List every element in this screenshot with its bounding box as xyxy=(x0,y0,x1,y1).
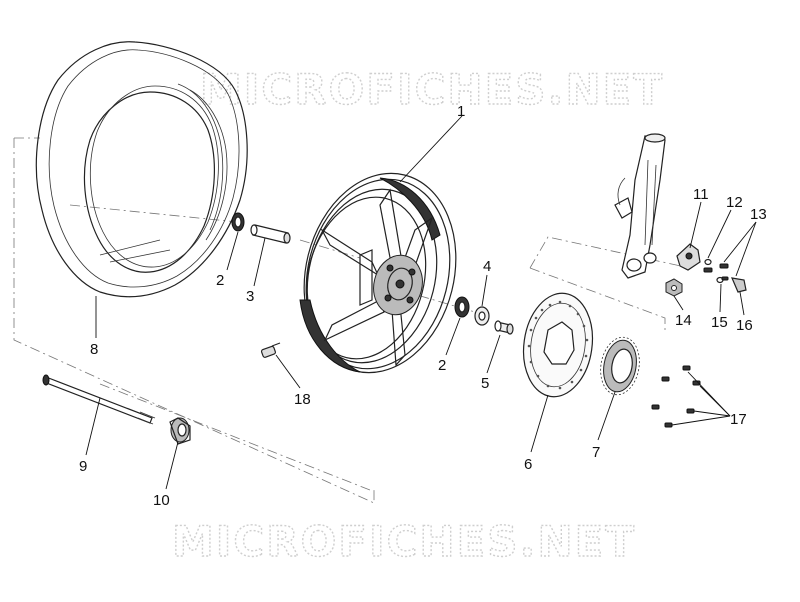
callout-16: 16 xyxy=(736,317,753,334)
bearing-left xyxy=(231,212,245,232)
callout-3: 3 xyxy=(246,288,254,305)
callout-17: 17 xyxy=(730,411,747,428)
callout-2-left: 2 xyxy=(216,272,224,289)
watermark-bottom: MICROFICHES.NET xyxy=(172,517,636,566)
seal-ring xyxy=(474,306,490,326)
callout-8: 8 xyxy=(90,341,98,358)
valve xyxy=(260,342,281,358)
callout-14: 14 xyxy=(675,312,692,329)
fork-leg xyxy=(614,133,666,279)
callout-13: 13 xyxy=(750,206,767,223)
spacer xyxy=(494,320,514,335)
callout-18: 18 xyxy=(294,391,311,408)
callout-9: 9 xyxy=(79,458,87,475)
screws xyxy=(651,365,701,428)
callout-10: 10 xyxy=(153,492,170,509)
tone-ring xyxy=(600,336,640,396)
callout-5: 5 xyxy=(481,375,489,392)
sensor-hardware xyxy=(703,258,747,293)
callout-6: 6 xyxy=(524,456,532,473)
callout-2-right: 2 xyxy=(438,357,446,374)
wheel-rim xyxy=(299,172,457,374)
callout-4: 4 xyxy=(483,258,491,275)
callout-1: 1 xyxy=(457,103,465,120)
callouts: 1 2 2 3 4 5 6 7 8 9 10 11 12 13 14 15 16… xyxy=(79,103,767,509)
callout-12: 12 xyxy=(726,194,743,211)
brake-disc xyxy=(522,292,594,398)
callout-11: 11 xyxy=(693,186,709,203)
watermark-top: MICROFICHES.NET xyxy=(200,65,664,114)
axle xyxy=(42,374,156,425)
callout-15: 15 xyxy=(711,314,728,331)
axle-nut xyxy=(169,417,191,445)
leader-lines xyxy=(85,115,757,490)
callout-7: 7 xyxy=(592,444,600,461)
tire xyxy=(35,41,248,298)
speed-sensor xyxy=(676,243,701,271)
bearing-right xyxy=(454,296,470,318)
spacer-tube xyxy=(250,224,291,244)
fork-nut xyxy=(665,278,683,297)
